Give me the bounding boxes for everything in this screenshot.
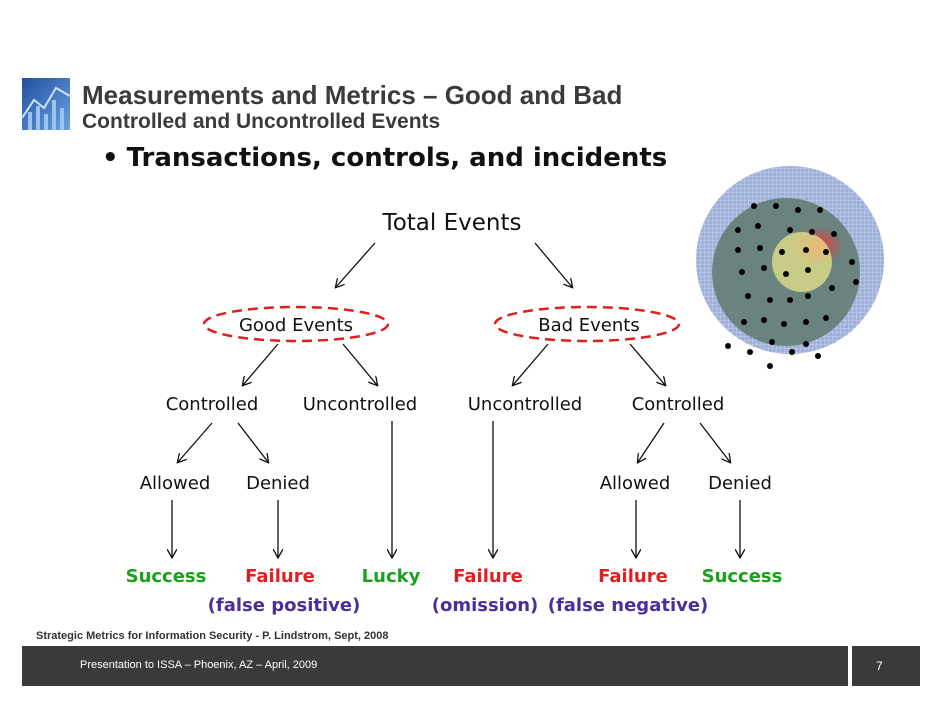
good-events-ellipse [202,305,390,343]
arrow-bad-allowed [638,422,665,462]
slide-title: Measurements and Metrics – Good and Bad [82,80,623,110]
arrow-total-bad [534,242,572,287]
source-citation: Strategic Metrics for Information Securi… [36,630,389,642]
footer-text: Presentation to ISSA – Phoenix, AZ – Apr… [80,659,318,671]
arrow-bad-uncontrolled [513,343,549,385]
note-false-negative: (false negative) [548,595,709,616]
outcome-success-1: Success [126,566,207,587]
bullet-point: •Transactions, controls, and incidents [102,143,667,173]
slide-subtitle: Controlled and Uncontrolled Events [82,110,441,133]
node-good-denied: Denied [246,473,310,494]
arrow-good-allowed [178,422,213,462]
outcome-success-2: Success [702,566,783,587]
footer-bar [22,646,920,686]
outcome-failure-2: Failure [453,566,523,587]
note-false-positive: (false positive) [208,595,361,616]
page-number-box [848,646,920,686]
arrow-bad-denied [699,422,730,462]
arrow-good-denied [237,422,268,462]
bullet-icon: • [102,143,119,173]
outcome-lucky: Lucky [362,566,421,587]
arrow-total-good [336,242,376,287]
node-bad-controlled: Controlled [632,394,725,415]
node-bad-allowed: Allowed [600,473,671,494]
events-circle-graphic [696,166,884,369]
arrow-good-uncontrolled [342,343,377,385]
node-good-controlled: Controlled [166,394,259,415]
outcome-failure-3: Failure [598,566,668,587]
bad-events-ellipse [493,305,681,343]
node-bad-uncontrolled: Uncontrolled [468,394,582,415]
node-bad-events: Bad Events [538,315,639,336]
logo-icon [22,78,70,130]
node-good-allowed: Allowed [140,473,211,494]
node-good-uncontrolled: Uncontrolled [303,394,417,415]
bullet-text: Transactions, controls, and incidents [126,143,668,173]
node-good-events: Good Events [239,315,353,336]
outcome-failure-1: Failure [245,566,315,587]
arrow-good-controlled [243,343,279,385]
node-bad-denied: Denied [708,473,772,494]
note-omission: (omission) [432,595,539,616]
page-number: 7 [876,659,883,673]
arrow-bad-controlled [629,343,665,385]
node-total-events: Total Events [382,210,522,236]
